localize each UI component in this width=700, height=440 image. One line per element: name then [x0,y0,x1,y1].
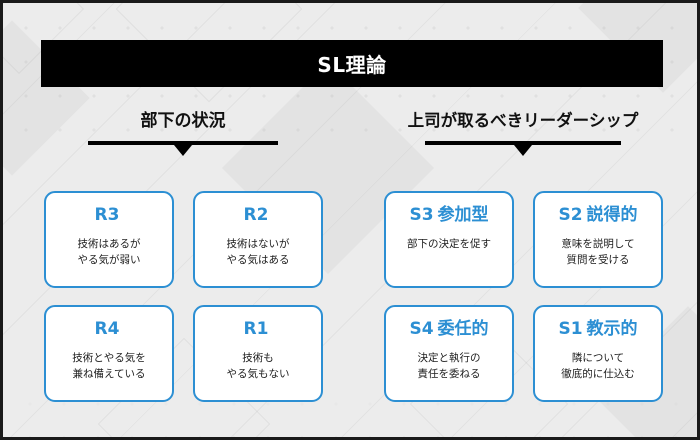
left-column-rule-arrow [88,141,278,146]
style-card-s3-name: 参加型 [437,205,489,225]
style-card-s1-name: 教示的 [586,319,638,339]
style-card-s1-desc: 隣について 徹底的に仕込む [561,352,635,381]
readiness-card-r2-desc: 技術はないが やる気はある [226,238,290,267]
follower-readiness-grid: R3 技術はあるが やる気が弱い R2 技術はないが やる気はある R4 技術と… [44,191,323,402]
readiness-card-r2-title: R2 [244,207,273,224]
readiness-card-r3-desc: 技術はあるが やる気が弱い [77,238,141,267]
style-card-s1-code: S1 [558,319,583,339]
right-column-rule-arrow [425,140,621,145]
slide-title: SL理論 [317,53,387,77]
readiness-card-r4-title: R4 [95,321,124,338]
readiness-card-r4-code: R4 [94,319,120,339]
style-card-s4-name: 委任的 [437,319,489,339]
readiness-card-r2[interactable]: R2 技術はないが やる気はある [193,191,323,288]
style-card-s4-code: S4 [409,319,434,339]
readiness-card-r1-title: R1 [244,321,273,338]
right-column-header: 上司が取るべきリーダーシップ [384,111,662,145]
style-card-s3-code: S3 [409,205,434,225]
readiness-card-r4-desc: 技術とやる気を 兼ね備えている [72,352,146,381]
readiness-card-r4[interactable]: R4 技術とやる気を 兼ね備えている [44,305,174,402]
readiness-card-r1[interactable]: R1 技術も やる気もない [193,305,323,402]
right-column-heading: 上司が取るべきリーダーシップ [407,111,639,130]
style-card-s3-desc: 部下の決定を促す [407,238,491,250]
left-column-header: 部下の状況 [44,111,322,146]
readiness-card-r3-title: R3 [95,207,124,224]
style-card-s2-desc: 意味を説明して 質問を受ける [561,238,635,267]
readiness-card-r3[interactable]: R3 技術はあるが やる気が弱い [44,191,174,288]
readiness-card-r3-code: R3 [94,205,120,225]
readiness-card-r1-desc: 技術も やる気もない [226,352,290,381]
slide-title-bar: SL理論 [41,40,663,87]
style-card-s2-code: S2 [558,205,583,225]
readiness-card-r2-code: R2 [243,205,269,225]
style-card-s2-name: 説得的 [586,205,638,225]
readiness-card-r1-code: R1 [243,319,269,339]
style-card-s4-desc: 決定と執行の 責任を委ねる [417,352,481,381]
left-column-heading: 部下の状況 [140,111,226,131]
